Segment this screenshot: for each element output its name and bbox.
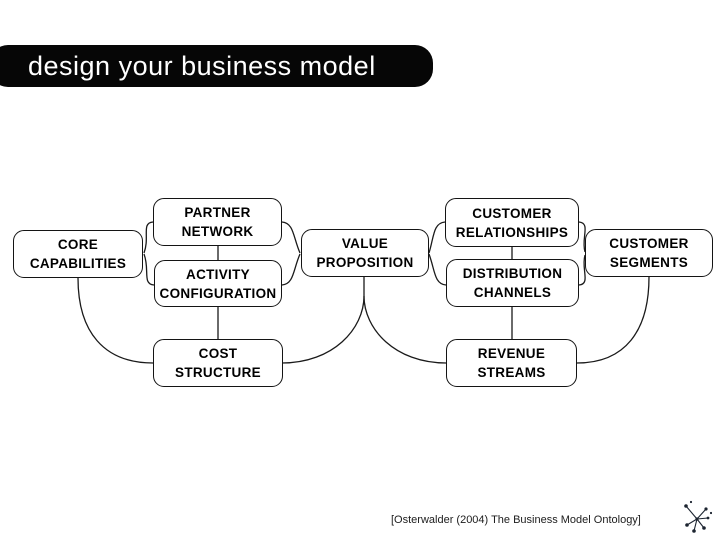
connector-custrel-to-custseg [578,221,586,253]
connector-activity-to-core [143,253,155,286]
box-distribution-channels: DISTRIBUTION CHANNELS [446,259,579,307]
box-cost-structure: COST STRUCTURE [153,339,283,387]
box-customer-relationships: CUSTOMER RELATIONSHIPS [445,198,579,247]
slide-title: design your business model [28,50,376,81]
connector-custrel-to-value [428,221,446,254]
connector-value-cost [281,295,365,364]
connector-activity-to-value [281,253,301,286]
connector-dist-to-custseg [578,254,586,286]
slide-title-banner: design your business model [0,45,433,87]
box-customer-segments: CUSTOMER SEGMENTS [585,229,713,277]
connector-partner-to-value [281,221,301,254]
connector-dist-to-value [428,253,447,286]
network-scatter-icon [684,500,712,533]
connector-core-cost [77,277,154,364]
connector-value-revenue [363,295,447,364]
box-core-capabilities: CORE CAPABILITIES [13,230,143,278]
box-partner-network: PARTNER NETWORK [153,198,282,246]
connector-partner-to-core [143,221,154,254]
connector-custseg-revenue [576,276,650,364]
box-activity-configuration: ACTIVITY CONFIGURATION [154,260,282,307]
box-revenue-streams: REVENUE STREAMS [446,339,577,387]
box-value-proposition: VALUE PROPOSITION [301,229,429,277]
citation: [Osterwalder (2004) The Business Model O… [391,514,641,526]
